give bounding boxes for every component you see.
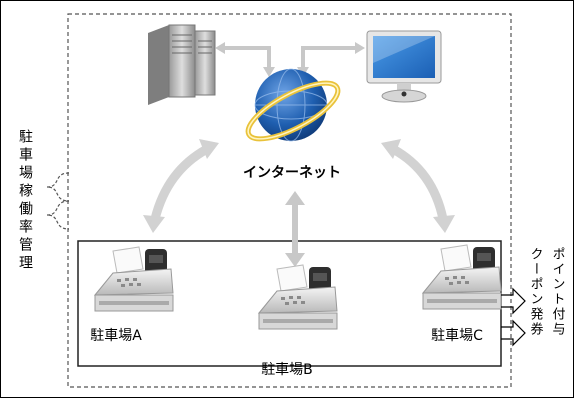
link-arrow-vertical: [285, 191, 305, 267]
pos-terminal-icon: [257, 264, 338, 330]
link-arrows-top: [223, 46, 357, 69]
monitor-icon: [366, 30, 442, 103]
link-arrows-curved: [150, 144, 448, 224]
side-brace-top: [46, 172, 70, 202]
point-label: ポイント付与: [550, 247, 566, 337]
terminal-label-a: 駐車場A: [90, 327, 142, 344]
terminal-label-b: 駐車場B: [261, 361, 313, 378]
side-label: 駐車場稼働率管理: [17, 129, 33, 273]
side-brace-bottom: [46, 200, 70, 230]
server-icon: [148, 24, 216, 105]
output-arrows: [501, 287, 526, 347]
pos-terminal-icon: [421, 244, 502, 310]
internet-label: インターネット: [243, 165, 341, 181]
coupon-label: クーポン発券: [528, 247, 544, 337]
arrowheads-curved: [143, 139, 455, 233]
pos-terminal-icon: [93, 246, 174, 312]
terminal-label-c: 駐車場C: [431, 327, 483, 344]
globe-icon: [245, 68, 341, 142]
